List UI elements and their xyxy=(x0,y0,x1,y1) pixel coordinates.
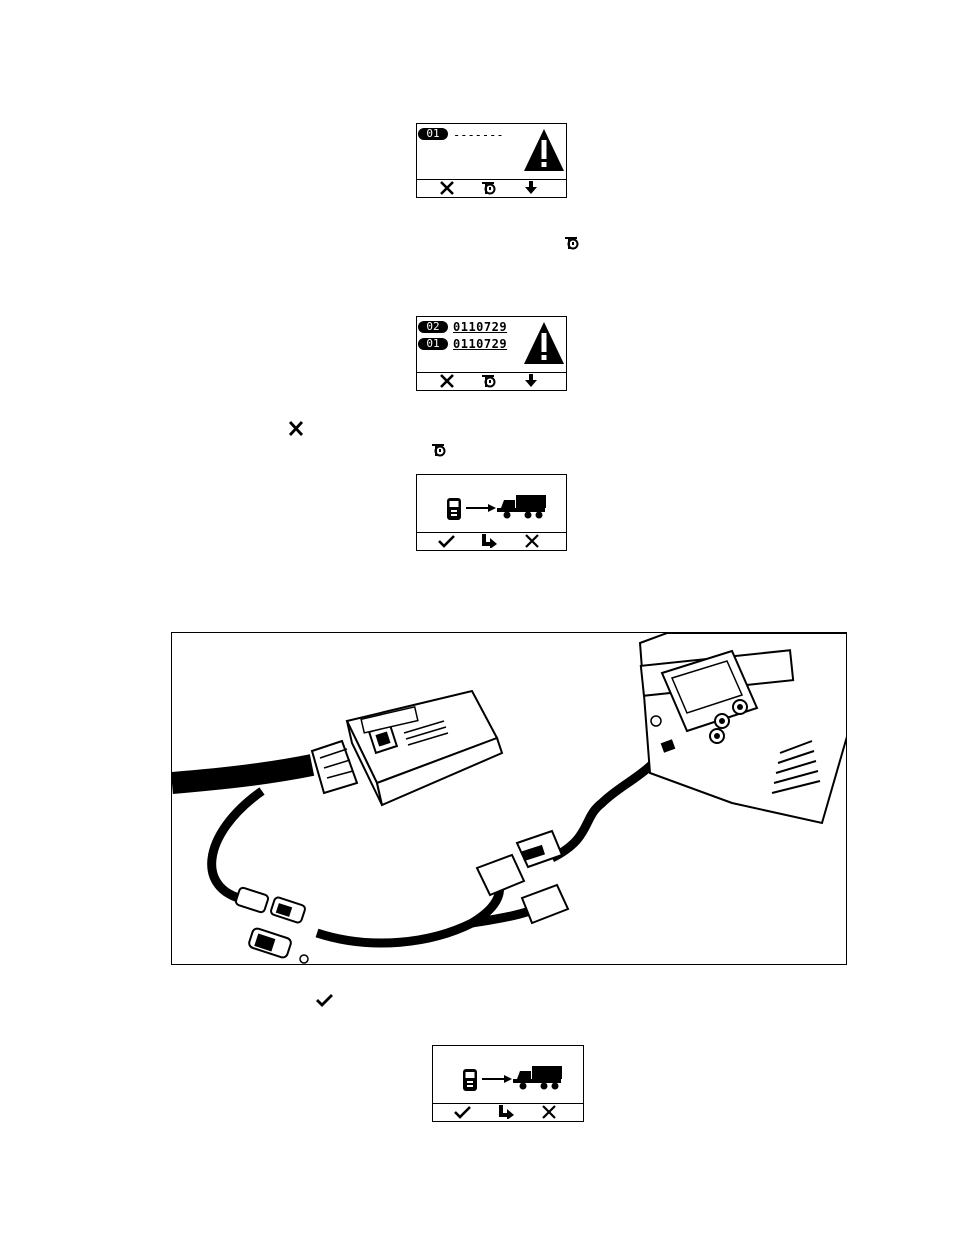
handheld-tool-icon xyxy=(445,497,463,523)
arrow-right-icon xyxy=(482,1074,512,1084)
warning-icon xyxy=(523,128,565,172)
connection-illustration xyxy=(172,633,847,965)
slot-number-badge: 01 xyxy=(418,128,448,140)
slot-number-badge: 02 xyxy=(418,321,448,333)
lcd-screen-connect-tool xyxy=(416,474,567,551)
softkey-bar xyxy=(417,179,566,197)
cancel-icon[interactable] xyxy=(524,534,540,548)
cancel-icon[interactable] xyxy=(439,374,455,388)
ecu-module-icon xyxy=(312,691,502,805)
fault-code: 0110729 xyxy=(453,337,507,351)
vehicle-harness xyxy=(172,765,312,783)
deutsch-connectors xyxy=(235,887,308,963)
softkey-bar xyxy=(433,1103,583,1121)
fault-help-icon[interactable] xyxy=(481,374,497,388)
lcd-screen-fault-empty: 01 ------- xyxy=(416,123,567,198)
scroll-down-icon[interactable] xyxy=(524,374,538,388)
truck-icon xyxy=(497,495,547,519)
fault-help-icon xyxy=(564,236,580,250)
confirm-check-icon[interactable] xyxy=(438,534,455,548)
arrow-right-icon xyxy=(466,503,496,513)
lcd-screen-fault-list: 02 0110729 01 0110729 xyxy=(416,316,567,391)
cancel-icon[interactable] xyxy=(439,181,455,195)
cable-harness-icon xyxy=(212,791,262,901)
fault-help-icon xyxy=(431,443,447,457)
softkey-bar xyxy=(417,372,566,390)
skip-arrow-icon[interactable] xyxy=(481,534,498,548)
slot-number-badge: 01 xyxy=(418,338,448,350)
fault-code-placeholder: ------- xyxy=(453,128,504,142)
handheld-tool-icon xyxy=(461,1068,479,1094)
fault-help-icon[interactable] xyxy=(481,181,497,195)
confirm-check-icon xyxy=(316,993,333,1007)
connection-diagram xyxy=(171,632,847,965)
cancel-icon xyxy=(288,421,304,436)
handheld-tool-icon xyxy=(640,633,847,823)
skip-arrow-icon[interactable] xyxy=(498,1105,515,1119)
truck-icon xyxy=(513,1066,563,1090)
confirm-check-icon[interactable] xyxy=(454,1105,471,1119)
fault-code: 0110729 xyxy=(453,320,507,334)
softkey-bar xyxy=(417,532,566,550)
scroll-down-icon[interactable] xyxy=(524,181,538,195)
cancel-icon[interactable] xyxy=(541,1105,557,1119)
warning-icon xyxy=(523,321,565,365)
lcd-screen-connect-tool xyxy=(432,1045,584,1122)
